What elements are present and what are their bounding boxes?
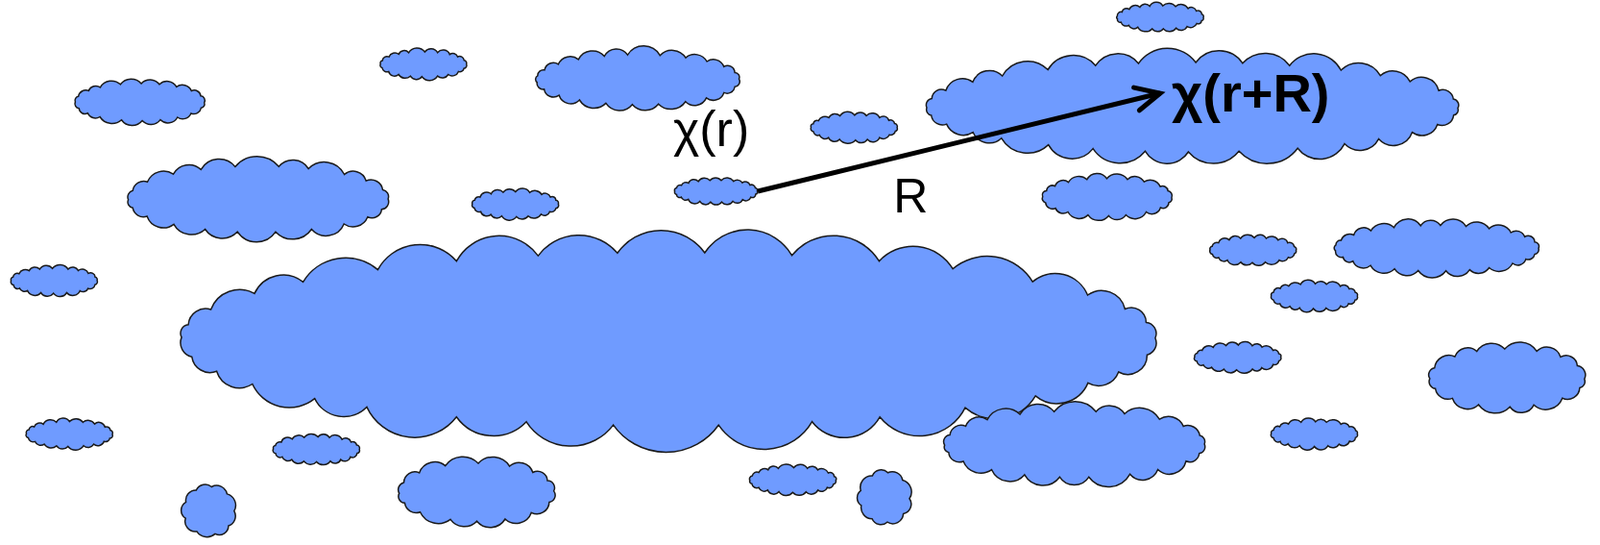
cloud <box>25 417 113 450</box>
cloud <box>810 111 897 144</box>
cloud <box>181 484 237 537</box>
cloud <box>1116 1 1205 31</box>
cloud-label: χ(r+R) <box>1171 66 1330 121</box>
cloud <box>925 48 1458 164</box>
cloud <box>535 46 741 111</box>
cloud <box>127 156 389 243</box>
cloud <box>1270 417 1358 450</box>
cloud <box>272 433 360 464</box>
cloud <box>1429 341 1586 413</box>
cloud <box>1210 234 1297 266</box>
cloud <box>857 469 913 525</box>
cloud <box>380 48 467 81</box>
cloud <box>1042 172 1172 220</box>
cloud <box>674 177 757 205</box>
cloud <box>1193 341 1281 374</box>
cloud <box>398 456 556 527</box>
vector-label: R <box>893 171 928 220</box>
cloud-outline <box>671 176 761 206</box>
cloud <box>1270 279 1358 312</box>
small-cloud: χ(r) <box>671 103 772 206</box>
cloud <box>1333 218 1539 278</box>
cloud <box>74 78 205 125</box>
edge-label-holder: R <box>893 171 928 220</box>
large-cloud: χ(r+R) <box>915 50 1470 164</box>
cloud-label: χ(r) <box>673 103 750 154</box>
cloud <box>944 401 1206 487</box>
cloud <box>10 264 97 296</box>
cloud <box>749 463 836 496</box>
cloud <box>472 188 559 220</box>
